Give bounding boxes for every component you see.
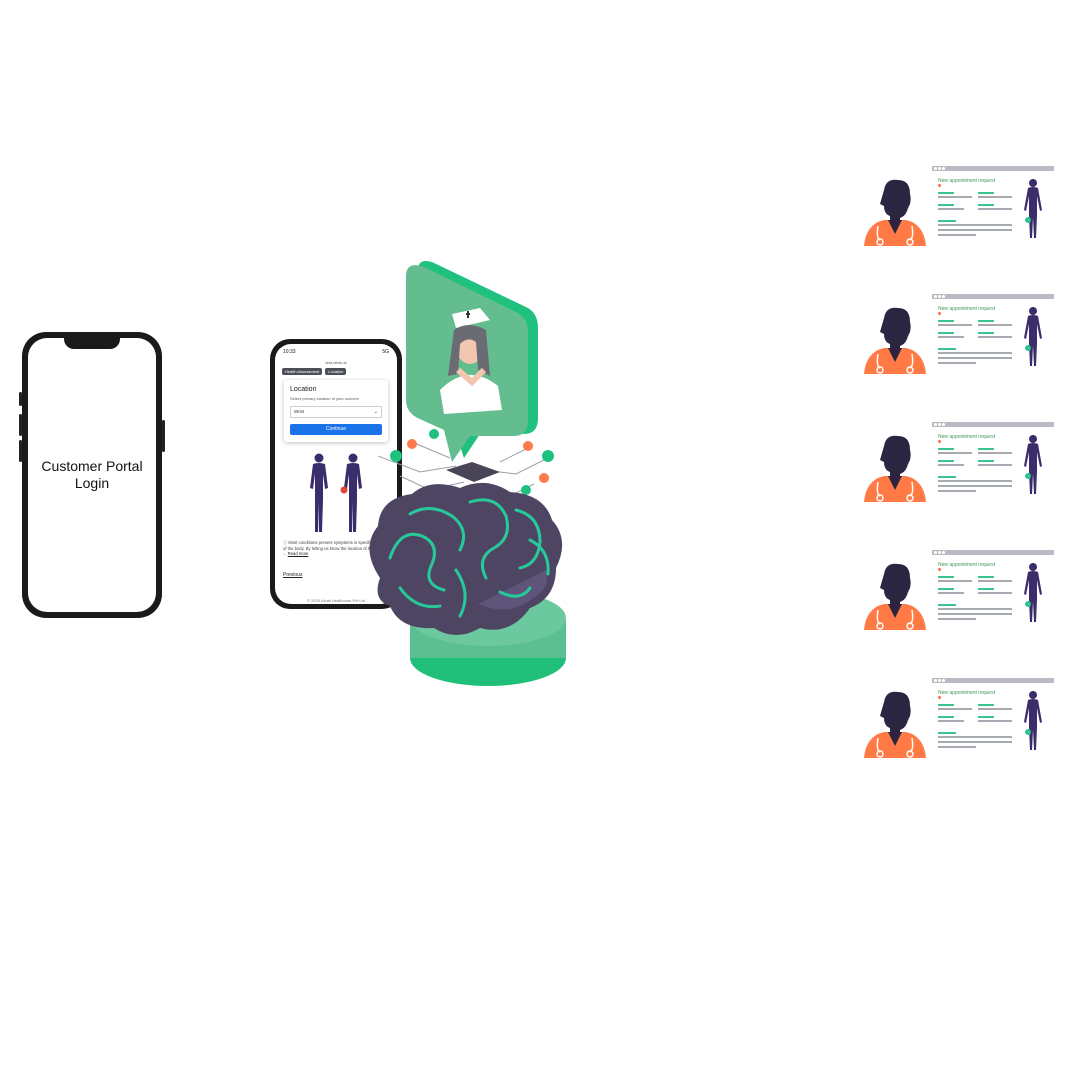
status-signal: 5G (382, 349, 389, 355)
doctor-avatar-icon (864, 563, 926, 630)
phone-notch (64, 335, 120, 349)
phone-side-button (19, 440, 22, 462)
info-body: Most conditions present symptoms in spec… (283, 540, 391, 557)
login-line-2: Login (74, 475, 110, 491)
location-card: Location Select primary location of your… (284, 380, 388, 442)
window-titlebar (932, 422, 1054, 427)
phone-side-button (162, 420, 165, 452)
appointment-request-title: New appointment request (938, 178, 995, 184)
location-select[interactable]: Wrist ⌄ (290, 406, 382, 418)
selected-wrist-marker (340, 486, 348, 494)
body-figure-icon (1024, 307, 1042, 366)
urgent-dot-icon (938, 184, 941, 187)
info-text: ⓘ Most conditions present symptoms in sp… (283, 540, 391, 557)
body-map[interactable] (297, 452, 377, 536)
breadcrumb: Health Assessment Location (282, 368, 347, 375)
status-time: 10:33 (283, 349, 296, 355)
urgent-dot-icon (938, 312, 941, 315)
read-more-link[interactable]: Read more (287, 551, 309, 557)
location-subtitle: Select primary location of your concern (290, 396, 360, 401)
copyright-footer: © 2020 Ainak Healthcare Pvt Ltd (307, 598, 365, 603)
window-titlebar (932, 678, 1054, 683)
customer-portal-login-label[interactable]: Customer Portal Login (41, 458, 142, 492)
phone-screen[interactable]: Customer Portal Login (28, 338, 156, 612)
status-bar: 10:33 5G (283, 349, 389, 355)
doctor-avatar-icon (864, 179, 926, 246)
appointment-window: New appointment request (932, 166, 1054, 250)
urgent-dot-icon (938, 440, 941, 443)
breadcrumb-location[interactable]: Location (325, 368, 347, 375)
body-figure-icon (1024, 691, 1042, 750)
body-back-icon (344, 453, 362, 532)
ai-brain-illustration (369, 261, 566, 686)
phone-side-button (19, 392, 22, 406)
window-titlebar (932, 294, 1054, 299)
brain-icon (369, 482, 563, 635)
urgent-dot-icon (938, 568, 941, 571)
urgent-dot-icon (938, 696, 941, 699)
login-line-1: Customer Portal (41, 458, 143, 474)
location-selected-value: Wrist (294, 409, 305, 414)
appointment-window: New appointment request (932, 294, 1054, 378)
window-titlebar (932, 550, 1054, 555)
appointment-request-title: New appointment request (938, 306, 995, 312)
browser-url[interactable]: test-clinik.ai (325, 360, 347, 365)
breadcrumb-health-assessment[interactable]: Health Assessment (282, 368, 323, 375)
nurse-icon (440, 308, 502, 414)
location-title: Location (290, 386, 317, 393)
appointment-window: New appointment request (932, 678, 1054, 762)
doctor-avatar-icon (864, 435, 926, 502)
appointment-card[interactable]: New appointment request (862, 166, 1054, 252)
appointment-window: New appointment request (932, 422, 1054, 506)
previous-link[interactable]: Previous (283, 572, 303, 578)
continue-button[interactable]: Continue (290, 424, 382, 435)
appointment-request-title: New appointment request (938, 690, 995, 696)
appointment-window: New appointment request (932, 550, 1054, 634)
appointment-card[interactable]: New appointment request (862, 678, 1054, 764)
info-icon: ⓘ (283, 540, 289, 545)
body-figure-icon (1024, 179, 1042, 238)
doctor-avatar-icon (864, 691, 926, 758)
chevron-down-icon: ⌄ (373, 409, 378, 415)
appointment-request-title: New appointment request (938, 434, 995, 440)
appointment-card[interactable]: New appointment request (862, 294, 1054, 380)
login-phone: Customer Portal Login (19, 332, 165, 618)
body-figure-icon (1024, 563, 1042, 622)
doctor-avatar-icon (864, 307, 926, 374)
appointment-card[interactable]: New appointment request (862, 422, 1054, 508)
window-titlebar (932, 166, 1054, 171)
phone-side-button (19, 414, 22, 436)
appointment-card[interactable]: New appointment request (862, 550, 1054, 636)
appointment-request-title: New appointment request (938, 562, 995, 568)
nurse-bubble-icon (406, 261, 538, 462)
body-front-icon (310, 453, 328, 532)
body-figure-icon (1024, 435, 1042, 494)
